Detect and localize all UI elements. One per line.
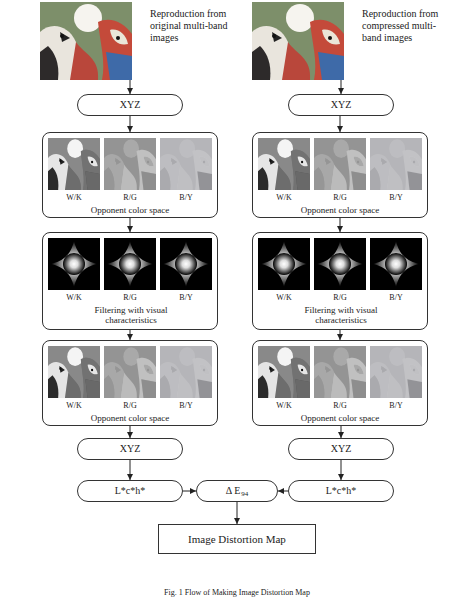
flow-arrow <box>130 426 131 438</box>
channel-label: W/K <box>48 401 100 410</box>
channel-label: B/Y <box>370 193 422 202</box>
channel-label: B/Y <box>160 401 212 410</box>
filter-kernels <box>48 238 422 290</box>
channel-label: R/G <box>314 401 366 410</box>
flow-arrow <box>340 116 341 132</box>
subscript: 94 <box>241 490 248 498</box>
channel-label: W/K <box>258 293 310 302</box>
flow-arrow <box>130 330 131 340</box>
panel-caption: Filtering with visual characteristics <box>279 305 403 326</box>
image-caption: Reproduction from original multi-band im… <box>150 8 234 44</box>
process-pill: L*c*h* <box>288 480 394 502</box>
flow-arrow <box>341 80 342 94</box>
box-label: XYZ <box>331 99 352 111</box>
flow-arrow <box>341 460 342 480</box>
box-label: Δ E <box>226 485 241 497</box>
channel-label: R/G <box>104 293 156 302</box>
channel-label: B/Y <box>370 293 422 302</box>
channel-label: B/Y <box>160 293 212 302</box>
panel-caption: Opponent color space <box>43 205 217 215</box>
flow-arrow <box>237 502 238 524</box>
channel-label: R/G <box>314 293 366 302</box>
flow-arrow <box>130 80 131 94</box>
flow-arrow <box>130 460 131 480</box>
channel-label: R/G <box>314 193 366 202</box>
channel-label: R/G <box>104 193 156 202</box>
image-caption: Reproduction from compressed multi-band … <box>362 8 446 44</box>
flow-arrow <box>130 116 131 132</box>
process-pill: XYZ <box>288 94 394 116</box>
process-pill: L*c*h* <box>77 480 183 502</box>
panel-caption: Opponent color space <box>43 413 217 423</box>
panel-caption: Opponent color space <box>253 205 427 215</box>
panel-caption: Opponent color space <box>253 413 427 423</box>
channel-label: W/K <box>258 401 310 410</box>
box-label: L*c*h* <box>326 485 357 497</box>
channel-label: R/G <box>104 401 156 410</box>
flow-arrow <box>183 491 196 492</box>
process-pill: XYZ <box>77 438 183 460</box>
box-label: Image Distortion Map <box>188 533 286 546</box>
channel-label: B/Y <box>160 193 212 202</box>
process-pill: XYZ <box>288 438 394 460</box>
output-box: Image Distortion Map <box>158 524 316 554</box>
source-images <box>40 2 344 80</box>
flow-arrow <box>340 218 341 232</box>
process-pill: Δ E94 <box>196 480 278 502</box>
box-label: L*c*h* <box>115 485 146 497</box>
flow-arrow <box>278 491 288 492</box>
channel-label: W/K <box>48 293 100 302</box>
flow-arrow <box>341 426 342 438</box>
opponent-thumbnails <box>48 138 422 398</box>
flow-arrow <box>130 218 131 232</box>
figure-caption: Fig. 1 Flow of Making Image Distortion M… <box>0 588 474 597</box>
box-label: XYZ <box>331 443 352 455</box>
panel-caption: Filtering with visual characteristics <box>69 305 193 326</box>
channel-label: B/Y <box>370 401 422 410</box>
channel-label: W/K <box>258 193 310 202</box>
box-label: XYZ <box>120 443 141 455</box>
flow-arrow <box>340 330 341 340</box>
channel-label: W/K <box>48 193 100 202</box>
process-pill: XYZ <box>77 94 183 116</box>
box-label: XYZ <box>120 99 141 111</box>
